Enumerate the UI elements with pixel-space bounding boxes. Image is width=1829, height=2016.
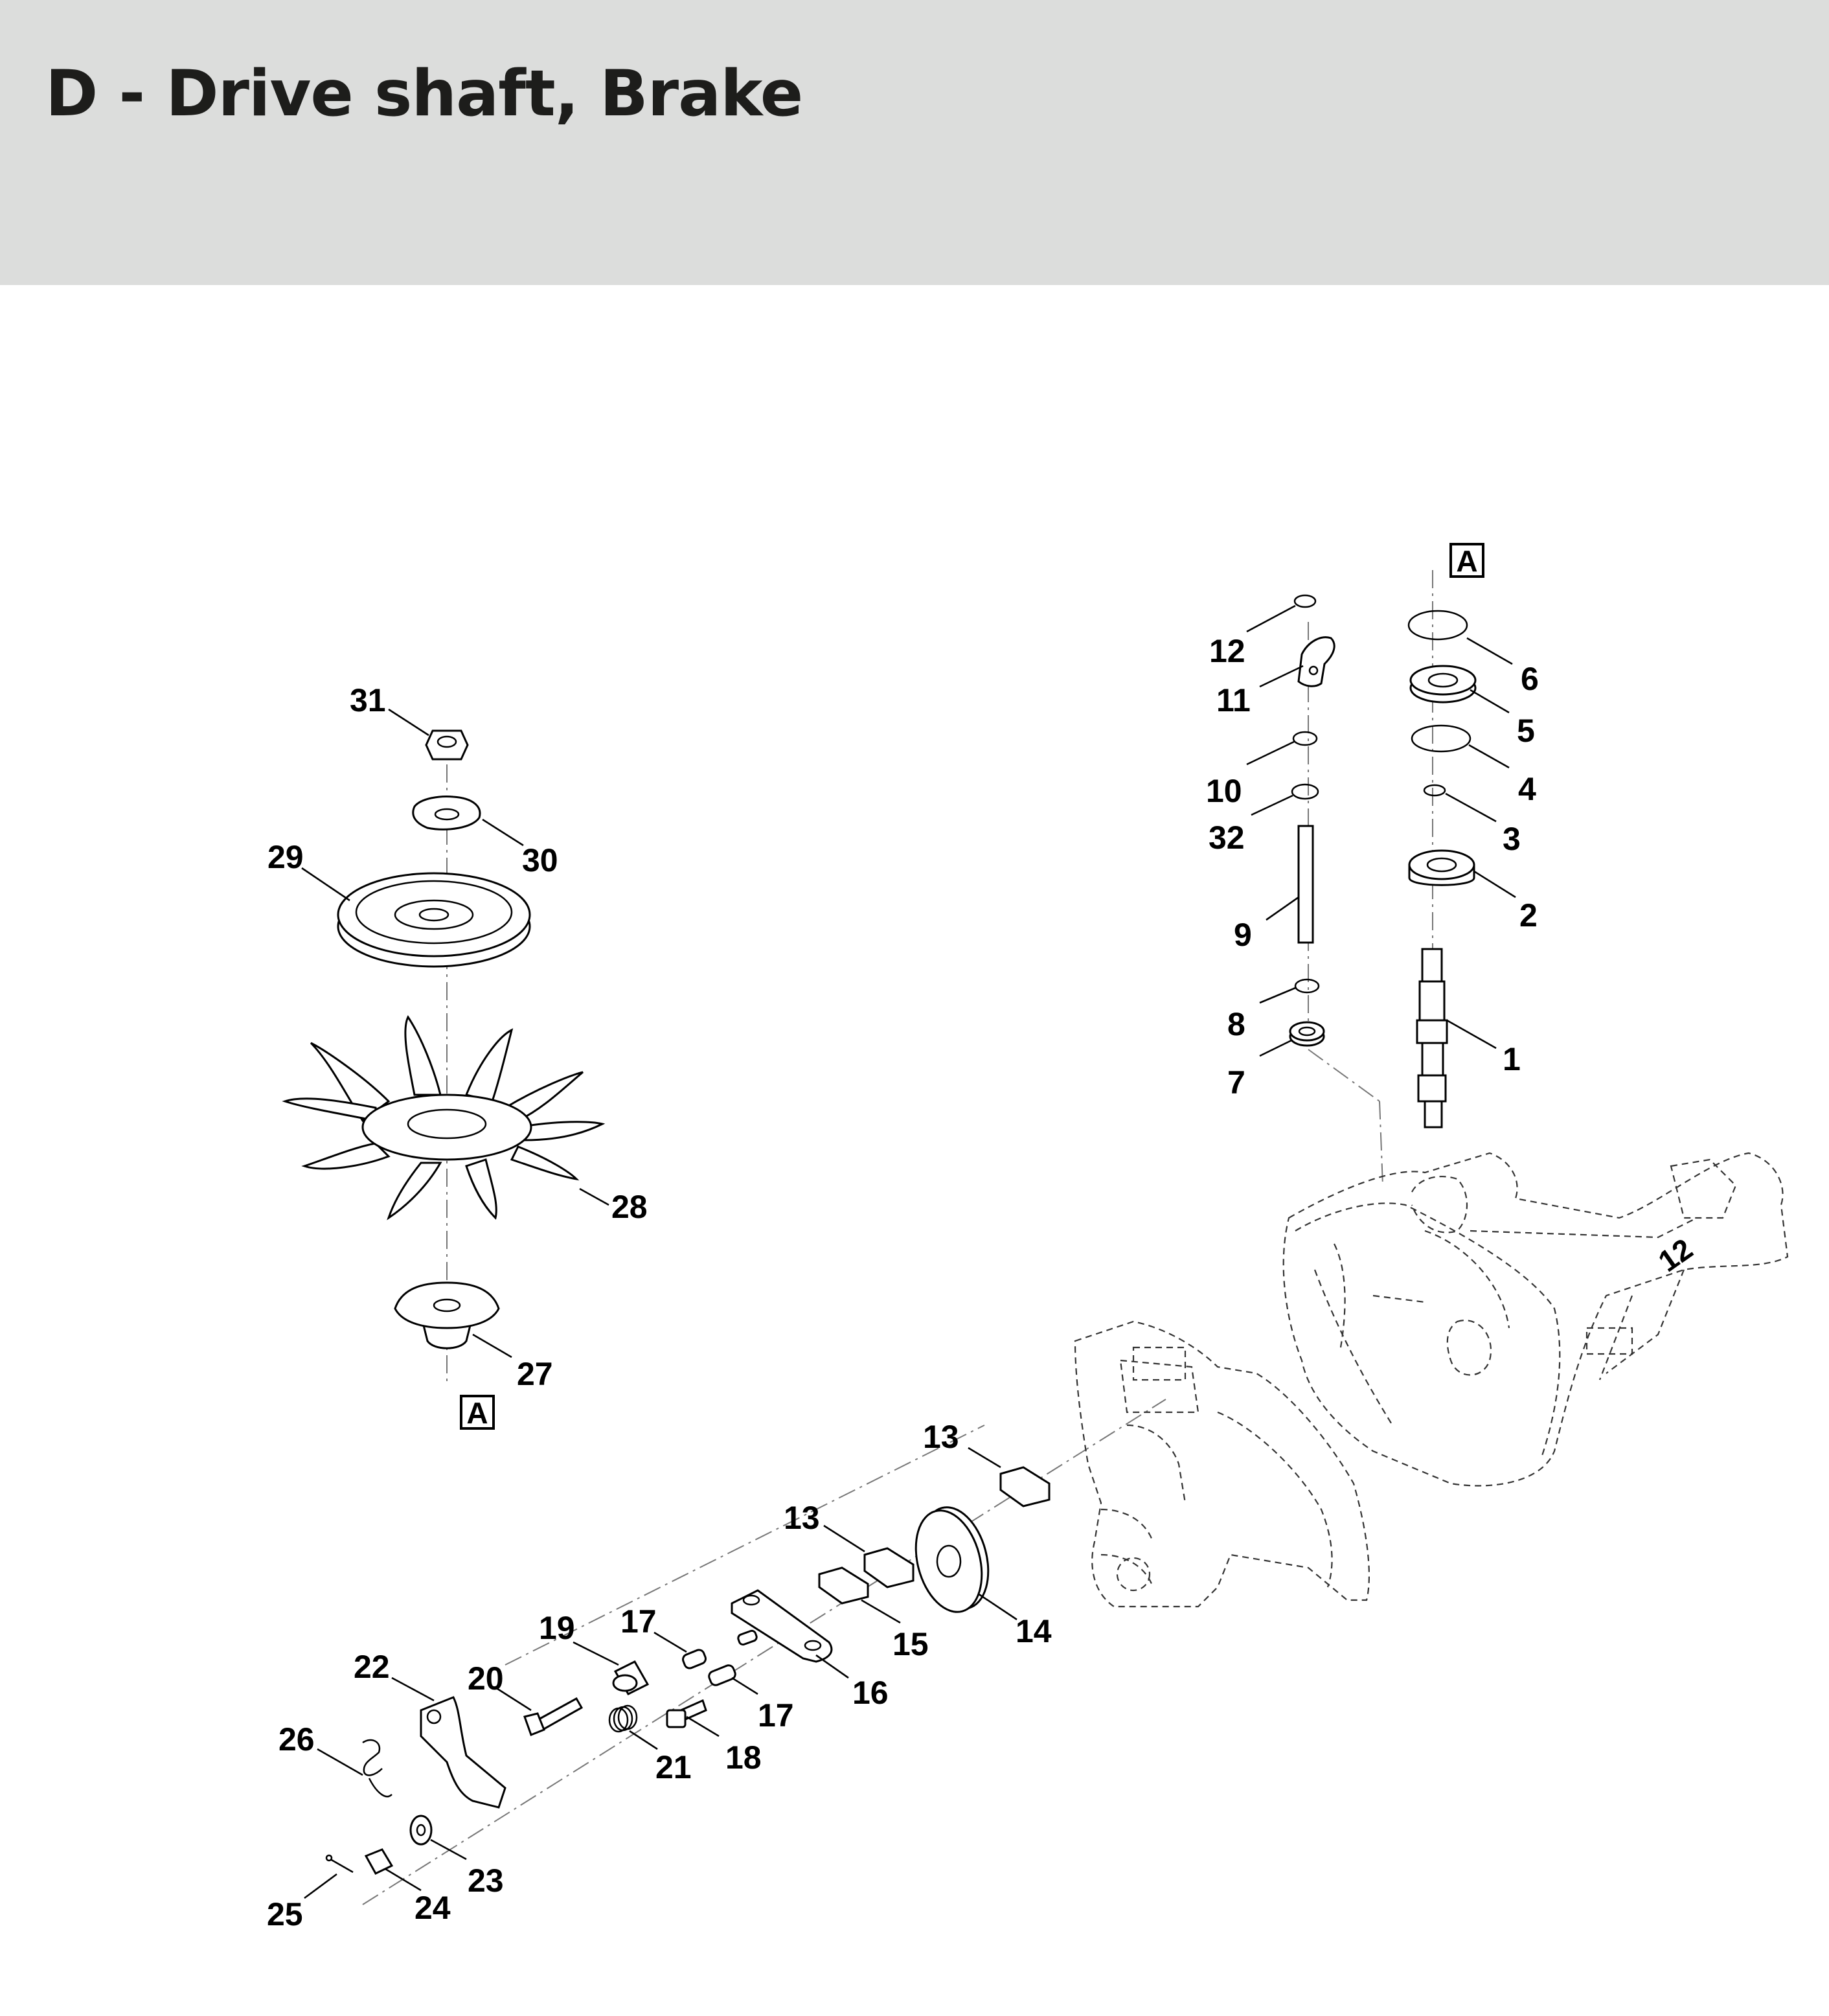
part-28-fan — [282, 1015, 606, 1220]
callout-17-upper: 17 — [620, 1603, 657, 1640]
page-title: D - Drive shaft, Brake — [45, 57, 803, 131]
leader-lines — [301, 604, 1516, 1899]
callout-labels: 31 30 29 28 27 12 11 10 32 9 8 7 6 5 4 3… — [267, 633, 1539, 1932]
callout-9: 9 — [1234, 917, 1252, 953]
part-32-o-ring — [1291, 783, 1319, 800]
part-27-hub — [394, 1281, 500, 1349]
callout-24: 24 — [415, 1890, 451, 1926]
callout-20: 20 — [468, 1660, 504, 1697]
part-5-bearing — [1409, 665, 1477, 704]
part-29-pulley — [337, 872, 531, 968]
callout-29: 29 — [267, 839, 304, 875]
part-9-pin — [1297, 825, 1314, 944]
transaxle-housing: 12 — [1282, 1152, 1789, 1487]
callout-22: 22 — [354, 1649, 390, 1685]
part-17-pin-upper — [682, 1649, 707, 1669]
callout-32: 32 — [1209, 819, 1245, 856]
callout-13-lower: 13 — [784, 1500, 820, 1536]
callout-13-upper: 13 — [923, 1419, 959, 1455]
part-23-washer — [409, 1815, 433, 1846]
part-19-spacer — [612, 1660, 650, 1695]
part-7-seal — [1289, 1021, 1325, 1047]
callout-19: 19 — [539, 1610, 575, 1646]
callout-7: 7 — [1227, 1064, 1245, 1101]
callout-17-lower: 17 — [758, 1697, 794, 1734]
callout-5: 5 — [1517, 713, 1535, 749]
callout-10: 10 — [1206, 773, 1242, 809]
part-16-brake-yoke — [731, 1589, 833, 1663]
part-6-snap-ring — [1407, 610, 1468, 641]
brake-housing — [1074, 1320, 1370, 1608]
callout-2: 2 — [1519, 897, 1538, 934]
part-20-bolt — [523, 1697, 584, 1736]
svg-text:A: A — [1456, 544, 1477, 578]
part-1-drive-shaft — [1416, 948, 1448, 1128]
part-14-brake-disc — [914, 1506, 990, 1613]
svg-text:12: 12 — [1652, 1231, 1699, 1278]
callout-28: 28 — [611, 1189, 648, 1225]
callout-15: 15 — [892, 1626, 929, 1662]
reference-marker-bottom: A — [460, 1395, 495, 1430]
callout-3: 3 — [1503, 821, 1521, 857]
part-31-nut — [425, 729, 469, 761]
callout-6: 6 — [1521, 661, 1539, 697]
callout-26: 26 — [278, 1721, 315, 1758]
part-2-bearing — [1408, 849, 1475, 886]
callout-21: 21 — [655, 1749, 692, 1785]
callout-12: 12 — [1209, 633, 1245, 669]
callout-27: 27 — [517, 1356, 553, 1392]
part-17-pin-lower — [708, 1664, 736, 1686]
part-4-washer — [1411, 724, 1471, 753]
part-26-spring — [362, 1739, 392, 1798]
callout-4: 4 — [1518, 771, 1536, 807]
callout-23: 23 — [468, 1862, 504, 1899]
part-12-washer — [1293, 594, 1317, 608]
part-30-lock-washer — [412, 796, 481, 830]
part-25-cotter-pin — [325, 1854, 354, 1873]
callout-31: 31 — [350, 682, 386, 718]
callout-8: 8 — [1227, 1006, 1245, 1042]
part-22-brake-arm — [420, 1696, 506, 1809]
part-15-brake-puck — [818, 1566, 869, 1605]
part-24-castle-nut — [364, 1848, 394, 1875]
callout-14: 14 — [1016, 1613, 1052, 1649]
callout-16: 16 — [852, 1675, 889, 1711]
part-13-key-upper — [999, 1466, 1051, 1507]
part-3-o-ring — [1423, 784, 1446, 797]
reference-marker-top: A — [1449, 543, 1484, 578]
part-10-snap-ring — [1292, 731, 1318, 746]
part-8-clip — [1294, 978, 1320, 994]
callout-30: 30 — [522, 842, 558, 878]
part-13-key-lower — [863, 1547, 914, 1588]
part-21-spring — [608, 1704, 638, 1733]
callout-11: 11 — [1216, 682, 1251, 718]
callout-1: 1 — [1503, 1041, 1521, 1077]
callout-18: 18 — [725, 1739, 762, 1776]
part-11-lever — [1297, 636, 1335, 687]
page-header: D - Drive shaft, Brake — [0, 0, 1829, 285]
callout-25: 25 — [267, 1896, 303, 1932]
svg-text:A: A — [466, 1396, 488, 1430]
part-18-bolt — [666, 1699, 707, 1728]
